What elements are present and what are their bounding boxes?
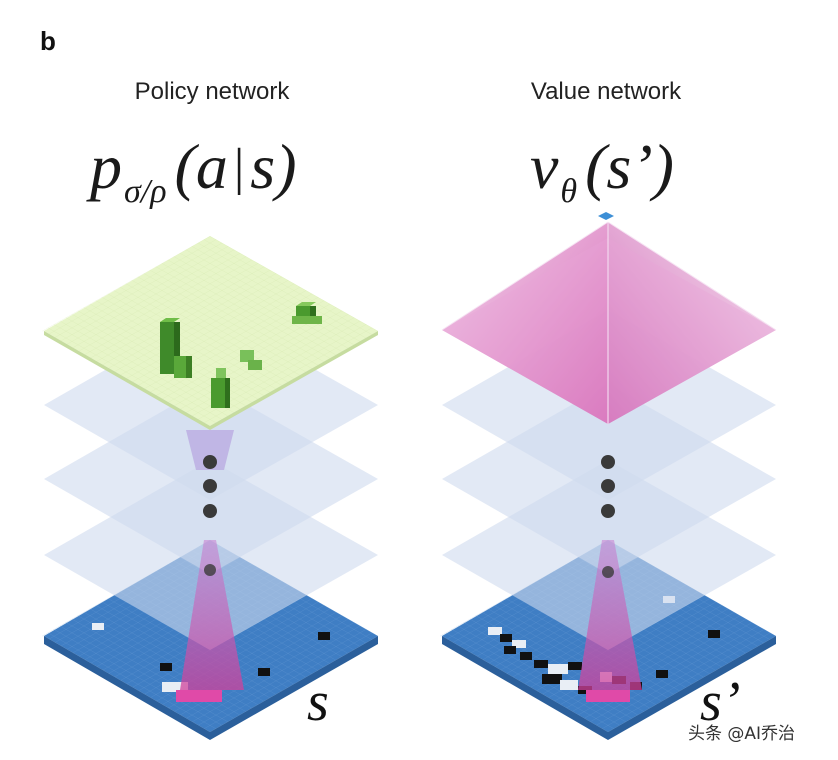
black-stone: [520, 652, 532, 660]
policy-convolution-beam: [180, 540, 244, 690]
probability-bar: [292, 302, 322, 324]
policy-formula: pσ/ρ(a|s): [90, 130, 297, 210]
value-pyramid: [441, 221, 777, 424]
black-stone: [534, 660, 548, 668]
black-stone: [318, 632, 330, 640]
policy-network-title: Policy network: [134, 78, 290, 105]
black-stone: [568, 662, 582, 670]
policy-formula-close: ): [275, 131, 297, 202]
policy-formula-p: p: [90, 131, 122, 202]
black-stone: [656, 670, 668, 678]
value-formula-body: (s’): [585, 131, 674, 202]
black-stone: [500, 634, 512, 642]
value-formula: vθ(s’): [530, 130, 674, 210]
black-stone: [542, 674, 562, 684]
value-convolution-beam: [578, 540, 642, 690]
policy-formula-sub: σ/ρ: [124, 173, 167, 210]
highlight-move: [586, 690, 630, 702]
probability-bar: [211, 368, 230, 408]
black-stone: [160, 663, 172, 671]
value-stack: [440, 212, 777, 740]
black-stone: [708, 630, 720, 638]
probability-bar: [240, 350, 262, 370]
policy-formula-s: s: [250, 131, 276, 202]
policy-stack: [42, 236, 378, 740]
policy-formula-a: a: [195, 131, 228, 202]
layer-ellipsis-dot: [601, 455, 615, 469]
layer-ellipsis-dot: [601, 479, 615, 493]
layer-ellipsis-dot: [602, 566, 614, 578]
black-stone: [258, 668, 270, 676]
white-stone: [92, 623, 104, 630]
layer-ellipsis-dot: [601, 504, 615, 518]
value-formula-v: v: [530, 131, 559, 202]
value-output-scalar: [598, 212, 614, 220]
layer-ellipsis-dot: [204, 564, 216, 576]
white-stone: [512, 640, 526, 648]
white-stone: [560, 680, 578, 690]
layer-ellipsis-dot: [203, 455, 217, 469]
white-stone: [162, 682, 188, 692]
policy-output-beam: [186, 430, 234, 470]
highlight-move: [176, 690, 222, 702]
value-network-title: Value network: [530, 78, 682, 105]
white-stone: [548, 664, 568, 674]
probability-bar: [160, 318, 180, 374]
white-stone: [488, 627, 502, 635]
layer-ellipsis-dot: [203, 479, 217, 493]
layer-ellipsis-dot: [203, 504, 217, 518]
value-formula-sub: θ: [560, 173, 578, 210]
policy-input-state-label: s: [307, 671, 329, 733]
black-stone: [504, 646, 516, 654]
watermark: 头条 @AI乔治: [688, 724, 796, 744]
value-input-state-label: s’: [700, 671, 741, 733]
panel-label: b: [40, 26, 56, 56]
policy-formula-bar: |: [233, 139, 245, 196]
policy-formula-open: (: [174, 131, 196, 202]
probability-bar: [174, 356, 192, 378]
